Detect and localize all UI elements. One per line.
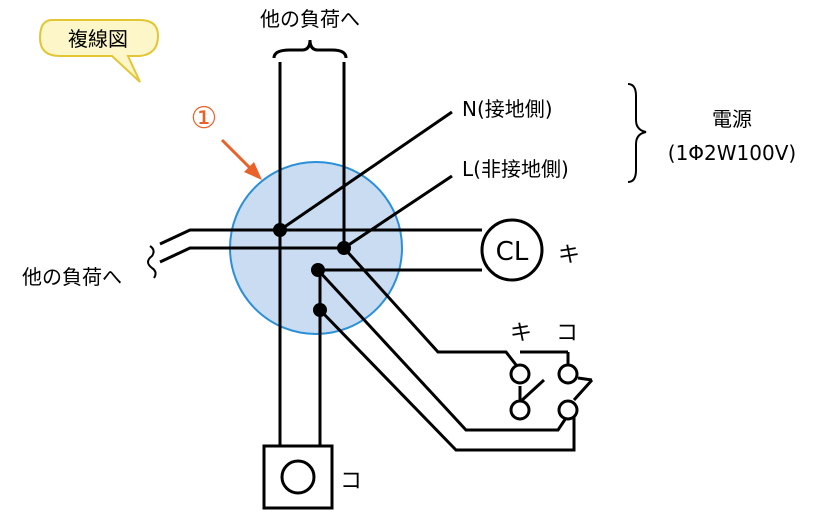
switch-ko-lower (557, 399, 579, 421)
junction-dot (313, 303, 327, 317)
outlet (262, 444, 334, 510)
junction-dot (311, 263, 325, 277)
switch-ko-label: コ (556, 321, 578, 346)
marker-arrow (220, 138, 262, 180)
junction-marker: ① (191, 101, 218, 136)
switch-ki-label: キ (510, 321, 532, 346)
power-spec: (1Φ2W100V) (668, 141, 796, 165)
junction-dots (273, 223, 351, 317)
callout-text: 複線図 (68, 27, 128, 51)
junction-dot (273, 223, 287, 237)
cl-lamp: CL (480, 218, 544, 282)
left-other-load-label: 他の負荷へ (22, 265, 122, 289)
switches (509, 363, 579, 421)
wires (159, 39, 594, 452)
power-brace (627, 83, 647, 183)
outlet-label: コ (340, 469, 362, 494)
junction-dot (337, 241, 351, 255)
switch-ko-upper (557, 363, 579, 385)
callout-bubble: 複線図 (38, 19, 160, 83)
live-label: L(非接地側) (462, 157, 569, 181)
switch-ki-lower (509, 399, 531, 421)
left-brace (147, 245, 157, 279)
cl-label: キ (558, 243, 580, 268)
switch-ki-upper (509, 363, 531, 385)
power-title: 電源 (712, 107, 752, 131)
top-other-load-label: 他の負荷へ (260, 7, 360, 31)
cl-symbol: CL (496, 237, 529, 267)
neutral-label: N(接地側) (462, 97, 553, 121)
